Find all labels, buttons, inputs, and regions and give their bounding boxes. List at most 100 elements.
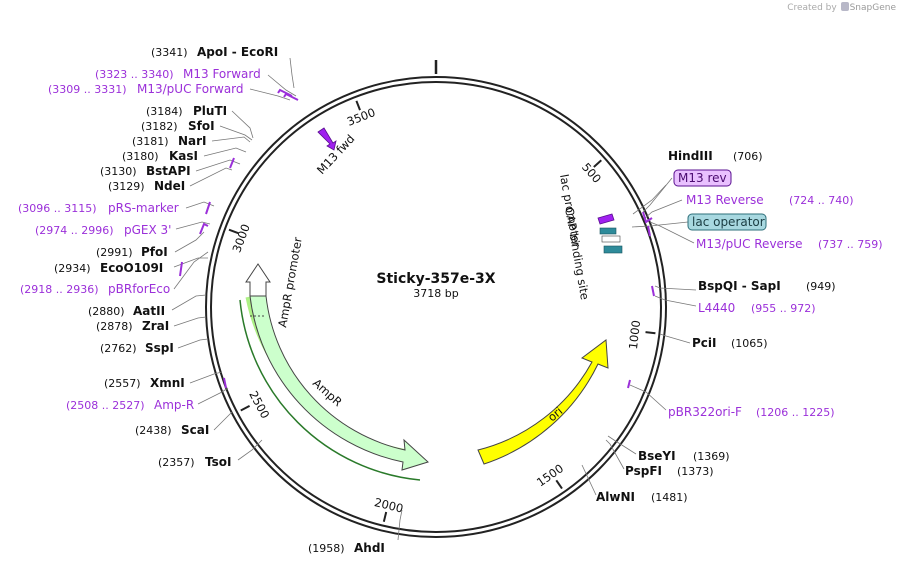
leader-lines-left [171,57,403,541]
primer-m13-puc-reverse[interactable]: M13/pUC Reverse [696,237,803,251]
site-pspfi[interactable]: PspFI [625,464,662,478]
credit-text: Created by [787,3,837,13]
primer-l4440[interactable]: L4440 [698,301,735,315]
site-scai[interactable]: ScaI [181,423,209,437]
primer-amp-r-pos: (2508 .. 2527) [66,399,145,412]
tick-mark-2000 [382,511,388,522]
primer-pbrforeco[interactable]: pBRforEco [108,282,170,296]
site-hindiii[interactable]: HindIII [668,149,713,163]
primer-m13-rev[interactable]: M13 rev [678,171,727,185]
credit: Created by SnapGene [787,2,896,13]
tick-mark-500 [593,159,602,168]
site-bseyi-pos: (1369) [693,450,730,463]
site-xmni[interactable]: XmnI [150,376,185,390]
site-bseyi[interactable]: BseYI [638,449,676,463]
site-bspqi-sapi-pos: (949) [806,280,836,293]
plasmid-title: Sticky-357e-3X [376,271,495,287]
site-zrai[interactable]: ZraI [142,319,169,333]
feature-lac-promoter-box [601,235,621,243]
primer-m13-reverse-pos: (724 .. 740) [789,194,854,207]
site-aatii-pos: (2880) [88,305,125,318]
leader-lines-right [581,177,697,496]
tick-mark-1500 [555,479,563,490]
feature-label-ampr-promoter: AmpR promoter [275,236,305,329]
primer-pbr322ori-f[interactable]: pBR322ori-F [668,405,742,419]
lac-operator-box [687,213,767,231]
site-sfoi[interactable]: SfoI [188,119,215,133]
site-ahdi[interactable]: AhdI [354,541,385,555]
feature-lac-operator-box [603,245,623,254]
site-kasi-pos: (3180) [122,150,159,163]
tick-label-3000: 3000 [229,222,252,254]
plasmid-size: 3718 bp [413,287,458,300]
primer-pbr322ori-f-pos: (1206 .. 1225) [756,406,835,419]
feature-lac-operator[interactable]: lac operator [692,215,765,229]
tick-label-3500: 3500 [345,105,377,129]
feature-cap-site-box [599,227,617,235]
site-hindiii-pos: (706) [733,150,763,163]
tick-mark-1000 [645,331,656,335]
site-pluti[interactable]: PluTI [193,104,227,118]
site-nari[interactable]: NarI [178,134,207,148]
site-bstapi[interactable]: BstAPI [146,164,191,178]
site-scai-pos: (2438) [135,424,172,437]
site-bspqi-sapi[interactable]: BspQI - SapI [698,279,781,293]
site-apoi-ecori[interactable]: ApoI - EcoRI [197,45,278,59]
primer-pgex3-pos: (2974 .. 2996) [35,224,114,237]
site-ecoo109i-pos: (2934) [54,262,91,275]
tick-mark-3000 [228,228,239,235]
site-ndei[interactable]: NdeI [154,179,185,193]
feature-ampr-promoter-arrow [245,263,271,297]
feature-label-m13-fwd: M13 fwd [314,132,357,177]
backbone-outer [205,76,667,538]
primer-prs-marker[interactable]: pRS-marker [108,201,179,215]
site-xmni-pos: (2557) [104,377,141,390]
site-pfoi[interactable]: PfoI [141,245,168,259]
site-alwni[interactable]: AlwNI [596,490,635,504]
primer-pbrforeco-pos: (2918 .. 2936) [20,283,99,296]
primer-amp-r[interactable]: Amp-R [154,398,194,412]
site-pcii-pos: (1065) [731,337,768,350]
feature-ampr-arrow [249,295,429,471]
tick-label-500: 500 [579,160,604,186]
primer-m13-puc-reverse-pos: (737 .. 759) [818,238,883,251]
site-ndei-pos: (3129) [108,180,145,193]
feature-m13-fwd-arrow [317,127,337,151]
site-ahdi-pos: (1958) [308,542,345,555]
tick-label-1500: 1500 [534,461,566,489]
feature-lac-promoter-arrow [597,213,615,225]
site-pcii[interactable]: PciI [692,336,717,350]
backbone-inner [210,81,662,533]
site-aatii[interactable]: AatII [133,304,165,318]
site-nari-pos: (3181) [132,135,169,148]
site-zrai-pos: (2878) [96,320,133,333]
primer-marks [179,88,655,389]
primer-m13-puc-forward[interactable]: M13/pUC Forward [137,82,244,96]
site-kasi[interactable]: KasI [169,149,198,163]
site-sspi[interactable]: SspI [145,341,174,355]
tick-mark-2500 [240,404,251,412]
primer-m13-forward-pos: (3323 .. 3340) [95,68,174,81]
site-bstapi-pos: (3130) [100,165,137,178]
site-sspi-pos: (2762) [100,342,137,355]
site-pfoi-pos: (2991) [96,246,133,259]
primer-m13-reverse[interactable]: M13 Reverse [686,193,764,207]
primer-m13-puc-forward-pos: (3309 .. 3331) [48,83,127,96]
primer-m13-forward[interactable]: M13 Forward [183,67,261,81]
feature-ori-arrow [477,339,609,465]
credit-brand: SnapGene [849,3,896,13]
site-pluti-pos: (3184) [146,105,183,118]
site-pspfi-pos: (1373) [677,465,714,478]
m13-rev-box [673,169,732,187]
primer-prs-marker-pos: (3096 .. 3115) [18,202,97,215]
primer-l4440-pos: (955 .. 972) [751,302,816,315]
site-apoi-ecori-pos: (3341) [151,46,188,59]
snapgene-logo-icon [840,2,849,11]
site-sfoi-pos: (3182) [141,120,178,133]
tick-label-1000: 1000 [626,319,643,350]
primer-pgex3[interactable]: pGEX 3' [124,223,171,237]
site-tsoi[interactable]: TsoI [205,455,231,469]
tick-label-2500: 2500 [246,388,272,420]
site-ecoo109i[interactable]: EcoO109I [100,261,163,275]
